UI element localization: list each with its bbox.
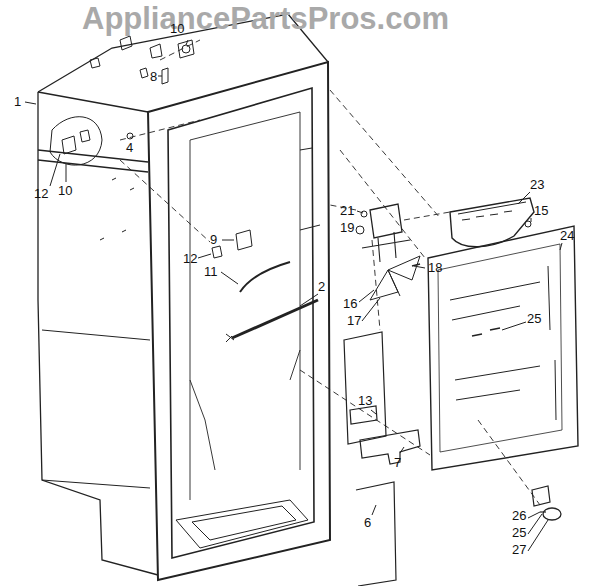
callout-number: 8: [150, 70, 157, 84]
sensor-end: [226, 334, 234, 342]
back-wall: [190, 350, 300, 470]
front-frame: [148, 62, 330, 580]
hole: [100, 178, 134, 240]
light-socket: [236, 230, 252, 250]
liner-detail: [300, 148, 320, 230]
knob-shaft: [540, 511, 546, 512]
knob: [543, 508, 561, 520]
motor-bracket: [362, 232, 410, 262]
callout-number: 11: [204, 265, 218, 279]
callout-number: 26: [512, 509, 526, 523]
callout-number: 1: [14, 95, 21, 109]
cabinet-top-edge: [38, 92, 148, 112]
screw: [361, 211, 367, 217]
assembly-line: [120, 40, 540, 505]
back-panel: [428, 226, 578, 470]
callout-number: 16: [343, 297, 357, 311]
fan-cover: [450, 198, 534, 247]
screw: [412, 264, 420, 266]
callout-number: 15: [534, 204, 548, 218]
callout-number: 12: [183, 252, 197, 266]
callout-number: 9: [210, 233, 217, 247]
screw: [472, 328, 500, 336]
front-opening: [168, 88, 314, 558]
callout-number: 6: [364, 516, 371, 530]
callout-number: 19: [340, 221, 354, 235]
callout-number: 23: [530, 178, 544, 192]
grommet: [356, 226, 364, 234]
callout-number: 25: [512, 526, 526, 540]
control-part: [162, 68, 168, 84]
control-housing: [50, 117, 102, 165]
control-bracket: [532, 486, 550, 506]
callout-number: 2: [318, 280, 325, 294]
control-parts: [90, 36, 194, 78]
cabinet-side-line: [42, 330, 150, 488]
cover-grille: [458, 202, 526, 220]
wire: [240, 262, 290, 292]
callout-number: 10: [170, 22, 184, 36]
fan-blade: [370, 256, 420, 300]
crisper-area: [176, 500, 308, 548]
callout-number: 10: [58, 184, 72, 198]
panel-slot: [450, 266, 556, 420]
callout-number: 17: [347, 314, 361, 328]
cabinet-side: [38, 92, 158, 575]
callout-number: 12: [34, 187, 48, 201]
callout-number: 25: [527, 312, 541, 326]
callout-number: 27: [512, 543, 526, 557]
duct-cover: [356, 482, 396, 586]
screw: [525, 221, 531, 227]
control-knob: [182, 45, 190, 53]
callout-number: 24: [560, 229, 574, 243]
control-part: [62, 130, 90, 154]
watermark: AppliancePartsPros.com: [82, 2, 449, 36]
back-wall: [190, 112, 300, 500]
callout-number: 4: [126, 141, 133, 155]
callout-number: 7: [394, 456, 401, 470]
leader-line: [25, 40, 562, 551]
callout-number: 13: [358, 394, 372, 408]
sensor-tube: [232, 300, 318, 338]
clip: [212, 246, 222, 258]
callout-number: 18: [428, 261, 442, 275]
screw: [127, 133, 133, 139]
damper: [360, 430, 420, 464]
panel-edge: [438, 244, 562, 452]
callout-number: 21: [340, 204, 354, 218]
air-duct: [344, 332, 386, 444]
